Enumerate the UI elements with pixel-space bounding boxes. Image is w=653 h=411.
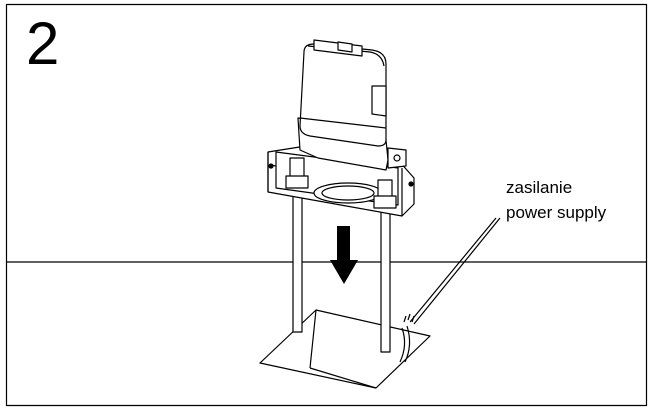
callout-leader-line [409,217,497,323]
gear-motor-housing [299,39,387,147]
down-arrow-icon [330,226,358,284]
bolt-nuts [285,157,397,209]
callout-leader-line-2 [413,217,501,325]
callout-label-en: power supply [506,203,607,222]
callout-label-pl: zasilanie [506,178,573,197]
step-number: 2 [26,10,60,77]
frame-border [5,3,648,407]
